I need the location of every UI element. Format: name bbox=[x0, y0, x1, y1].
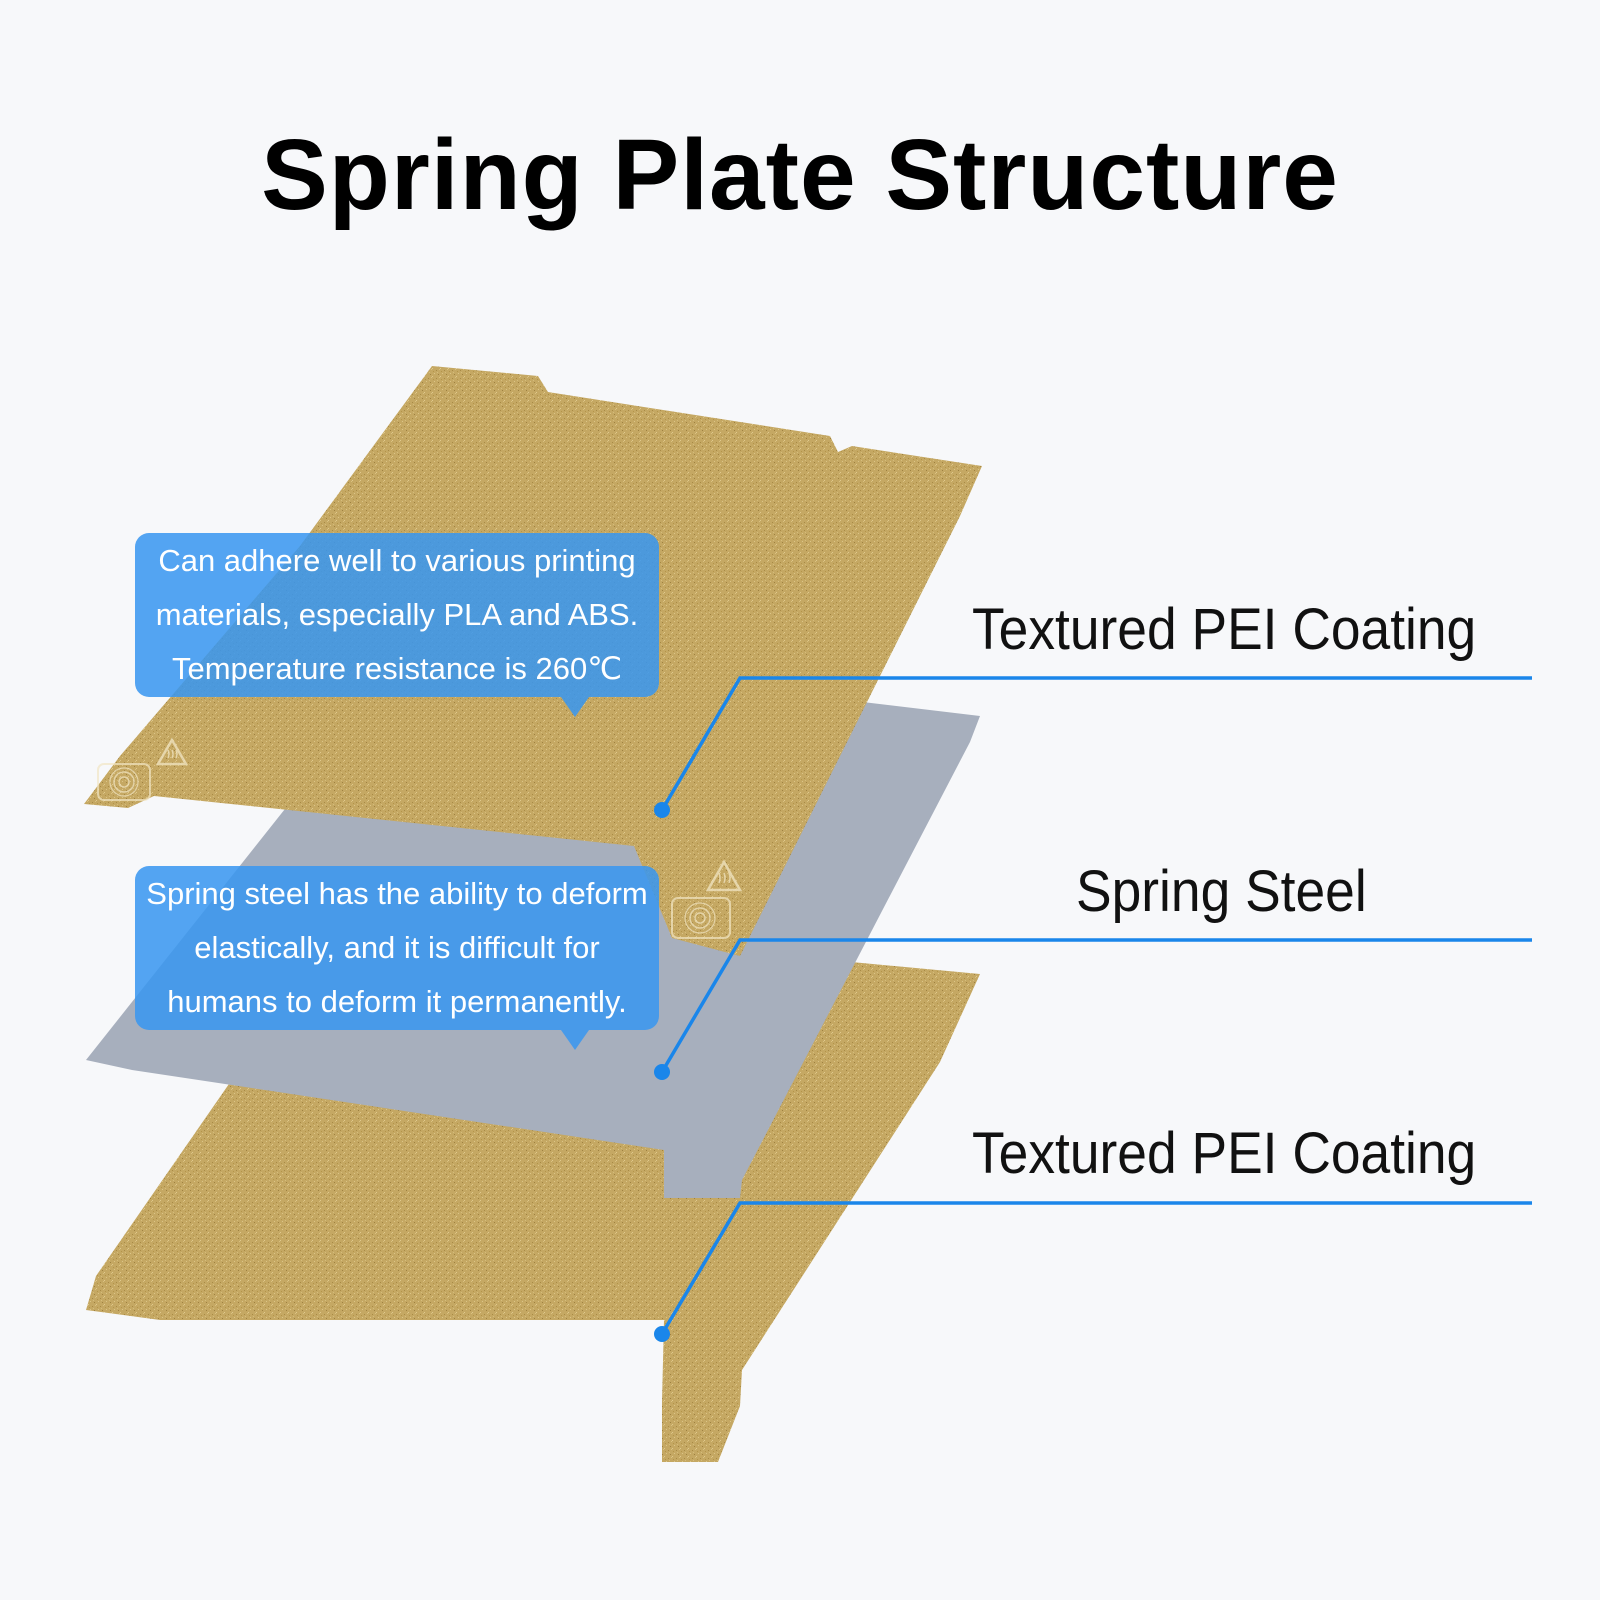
leader-line-middle bbox=[660, 938, 1532, 1073]
fingerprint-icon bbox=[97, 763, 151, 801]
fingerprint-icon bbox=[671, 897, 731, 939]
heat-warning-icon bbox=[705, 859, 743, 892]
callout-line: humans to deform it permanently. bbox=[167, 984, 627, 1019]
leader-dot-middle bbox=[654, 1064, 670, 1080]
leader-line-bottom bbox=[660, 1201, 1532, 1335]
leader-dot-top bbox=[654, 802, 670, 818]
pei-callout: Can adhere well to various printing mate… bbox=[135, 533, 659, 717]
middle-layer-label: Spring Steel bbox=[1076, 859, 1367, 924]
bottom-layer-label: Textured PEI Coating bbox=[972, 1121, 1477, 1186]
page-title: Spring Plate Structure bbox=[261, 119, 1339, 231]
steel-callout: Spring steel has the ability to deform e… bbox=[135, 866, 659, 1050]
top-layer-label: Textured PEI Coating bbox=[972, 597, 1477, 662]
callout-line: Spring steel has the ability to deform bbox=[146, 876, 648, 911]
callout-line: Can adhere well to various printing bbox=[158, 543, 636, 578]
callout-line: elastically, and it is difficult for bbox=[194, 930, 600, 965]
callout-line: Temperature resistance is 260℃ bbox=[171, 651, 623, 686]
heat-warning-icon bbox=[155, 737, 189, 766]
callout-line: materials, especially PLA and ABS. bbox=[155, 597, 639, 632]
leader-line-top bbox=[660, 676, 1532, 811]
leader-dot-bottom bbox=[654, 1326, 670, 1342]
